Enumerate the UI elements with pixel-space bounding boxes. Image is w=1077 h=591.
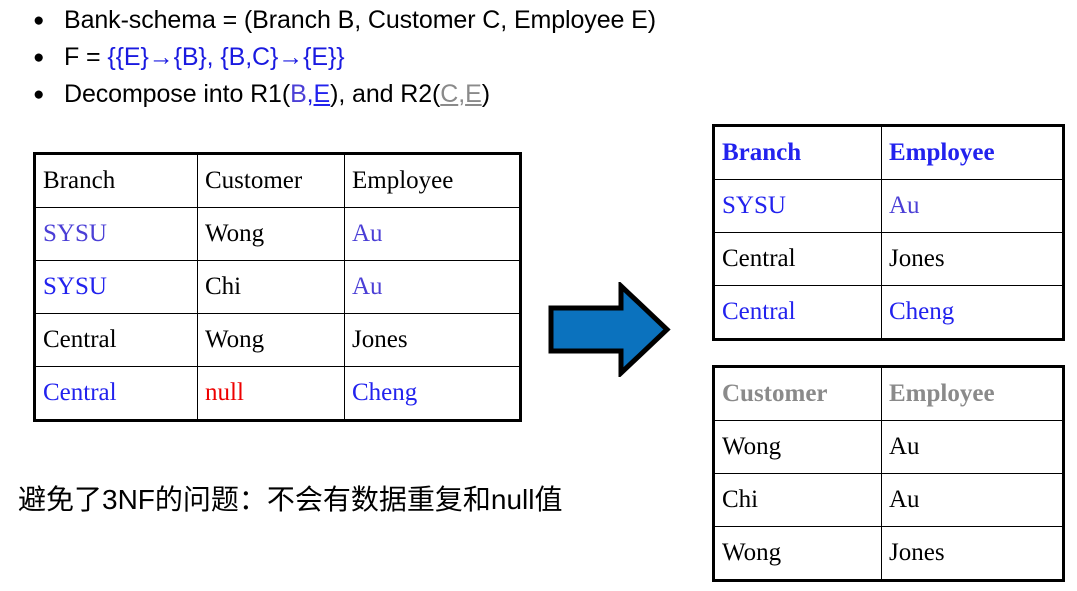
bullet-text-span: ,	[458, 80, 466, 108]
bullet-text-span: ), and R2(	[330, 80, 441, 108]
column-header: Branch	[34, 153, 198, 208]
column-header: Branch	[713, 125, 882, 180]
bullet-text-span: C	[440, 80, 459, 108]
bullet-text-span: ,	[306, 80, 314, 108]
bullet-text-span: )	[481, 80, 490, 108]
table-cell: Central	[34, 366, 198, 421]
table-cell: Wong	[713, 526, 882, 581]
bullet-item-functional-dependencies: ● F = {{E}→{B}, {B,C}→{E}}	[28, 39, 888, 76]
table-cell: Wong	[197, 207, 345, 261]
bullet-dot-icon: ●	[33, 10, 45, 31]
column-header: Customer	[197, 153, 345, 208]
table-cell: Wong	[197, 313, 345, 367]
table-cell: Cheng	[881, 285, 1064, 340]
table-cell: Jones	[881, 232, 1064, 286]
table-cell: SYSU	[713, 179, 882, 233]
table-cell: Central	[713, 285, 882, 340]
table-cell: SYSU	[34, 260, 198, 314]
table-cell: Au	[881, 179, 1064, 233]
bullet-list: ● Bank-schema = (Branch B, Customer C, Em…	[28, 2, 888, 113]
column-header: Employee	[881, 125, 1064, 180]
bullet-dot-icon: ●	[33, 47, 45, 68]
table-cell: null	[197, 366, 345, 421]
column-header: Employee	[881, 366, 1064, 421]
bullet-text-span: E	[313, 80, 331, 108]
table-cell: Chi	[197, 260, 345, 314]
table-cell: Chi	[713, 473, 882, 527]
table-cell: Au	[881, 473, 1064, 527]
table-cell: Central	[34, 313, 198, 367]
bullet-text-span: Bank-schema = (Branch B, Customer C, Emp…	[64, 6, 656, 34]
bullet-text-span: {{E}→{B}, {B,C}→{E}}	[107, 43, 345, 71]
summary-caption: 避免了3NF的问题：不会有数据重复和null值	[18, 484, 563, 515]
table-cell: Au	[881, 420, 1064, 474]
table-cell: Jones	[881, 526, 1064, 581]
bullet-dot-icon: ●	[33, 84, 45, 105]
table-cell: SYSU	[34, 207, 198, 261]
bullet-text-span: E	[465, 80, 482, 108]
table-cell: Wong	[713, 420, 882, 474]
bullet-item-bank-schema: ● Bank-schema = (Branch B, Customer C, Em…	[28, 2, 888, 39]
table-cell: Au	[344, 260, 521, 314]
column-header: Employee	[344, 153, 521, 208]
table-cell: Jones	[344, 313, 521, 367]
right-block-arrow-icon	[543, 280, 673, 379]
bullet-text-span: B	[290, 80, 307, 108]
table-cell: Central	[713, 232, 882, 286]
table-cell: Au	[344, 207, 521, 261]
bullet-text-span: Decompose into R1(	[64, 80, 291, 108]
table-cell: Cheng	[344, 366, 521, 421]
column-header: Customer	[713, 366, 882, 421]
bullet-item-decomposition: ●Decompose into R1(B,E), and R2(C,E)	[28, 76, 888, 113]
bullet-text-span: F =	[64, 43, 108, 71]
